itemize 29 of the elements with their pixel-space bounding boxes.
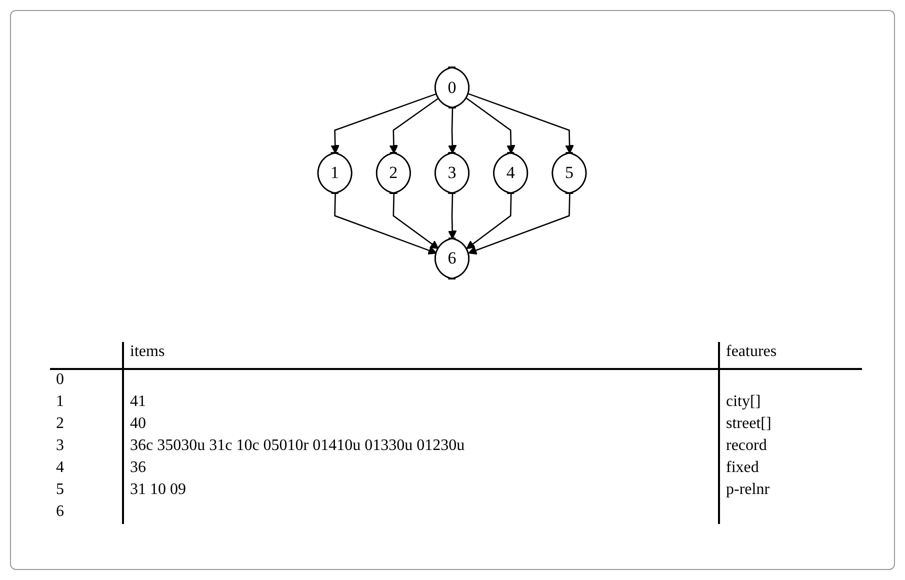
arrow	[468, 93, 574, 154]
row-number: 2	[56, 415, 64, 432]
arrow	[331, 93, 438, 154]
table-cell: street[]	[726, 415, 772, 432]
table-cell: 41	[130, 393, 146, 410]
row-number: 0	[56, 371, 64, 388]
table-cell: record	[726, 437, 767, 454]
table-cell: 40	[130, 415, 146, 432]
table-cell: p-relnr	[726, 481, 770, 498]
arrow	[466, 194, 512, 250]
row-number: 3	[56, 437, 64, 454]
row-number: 1	[56, 393, 64, 410]
arrow	[448, 108, 458, 154]
column-header: features	[726, 343, 777, 360]
arrow	[448, 194, 458, 240]
table-cell: 36	[130, 459, 146, 476]
table-cell: fixed	[726, 459, 759, 476]
arrow	[466, 98, 516, 154]
table-cell: city[]	[726, 393, 761, 410]
arrow	[468, 194, 571, 255]
table-cell: 31 10 09	[130, 481, 186, 498]
row-number: 5	[56, 481, 64, 498]
table-cell: 36c 35030u 31c 10c 05010r 01410u 01330u 01230u	[130, 437, 465, 454]
arrow	[334, 194, 438, 255]
row-number: 4	[56, 459, 64, 476]
row-number: 6	[56, 503, 64, 520]
arrow	[393, 194, 440, 250]
arrow	[390, 98, 440, 154]
column-header: items	[130, 343, 165, 360]
